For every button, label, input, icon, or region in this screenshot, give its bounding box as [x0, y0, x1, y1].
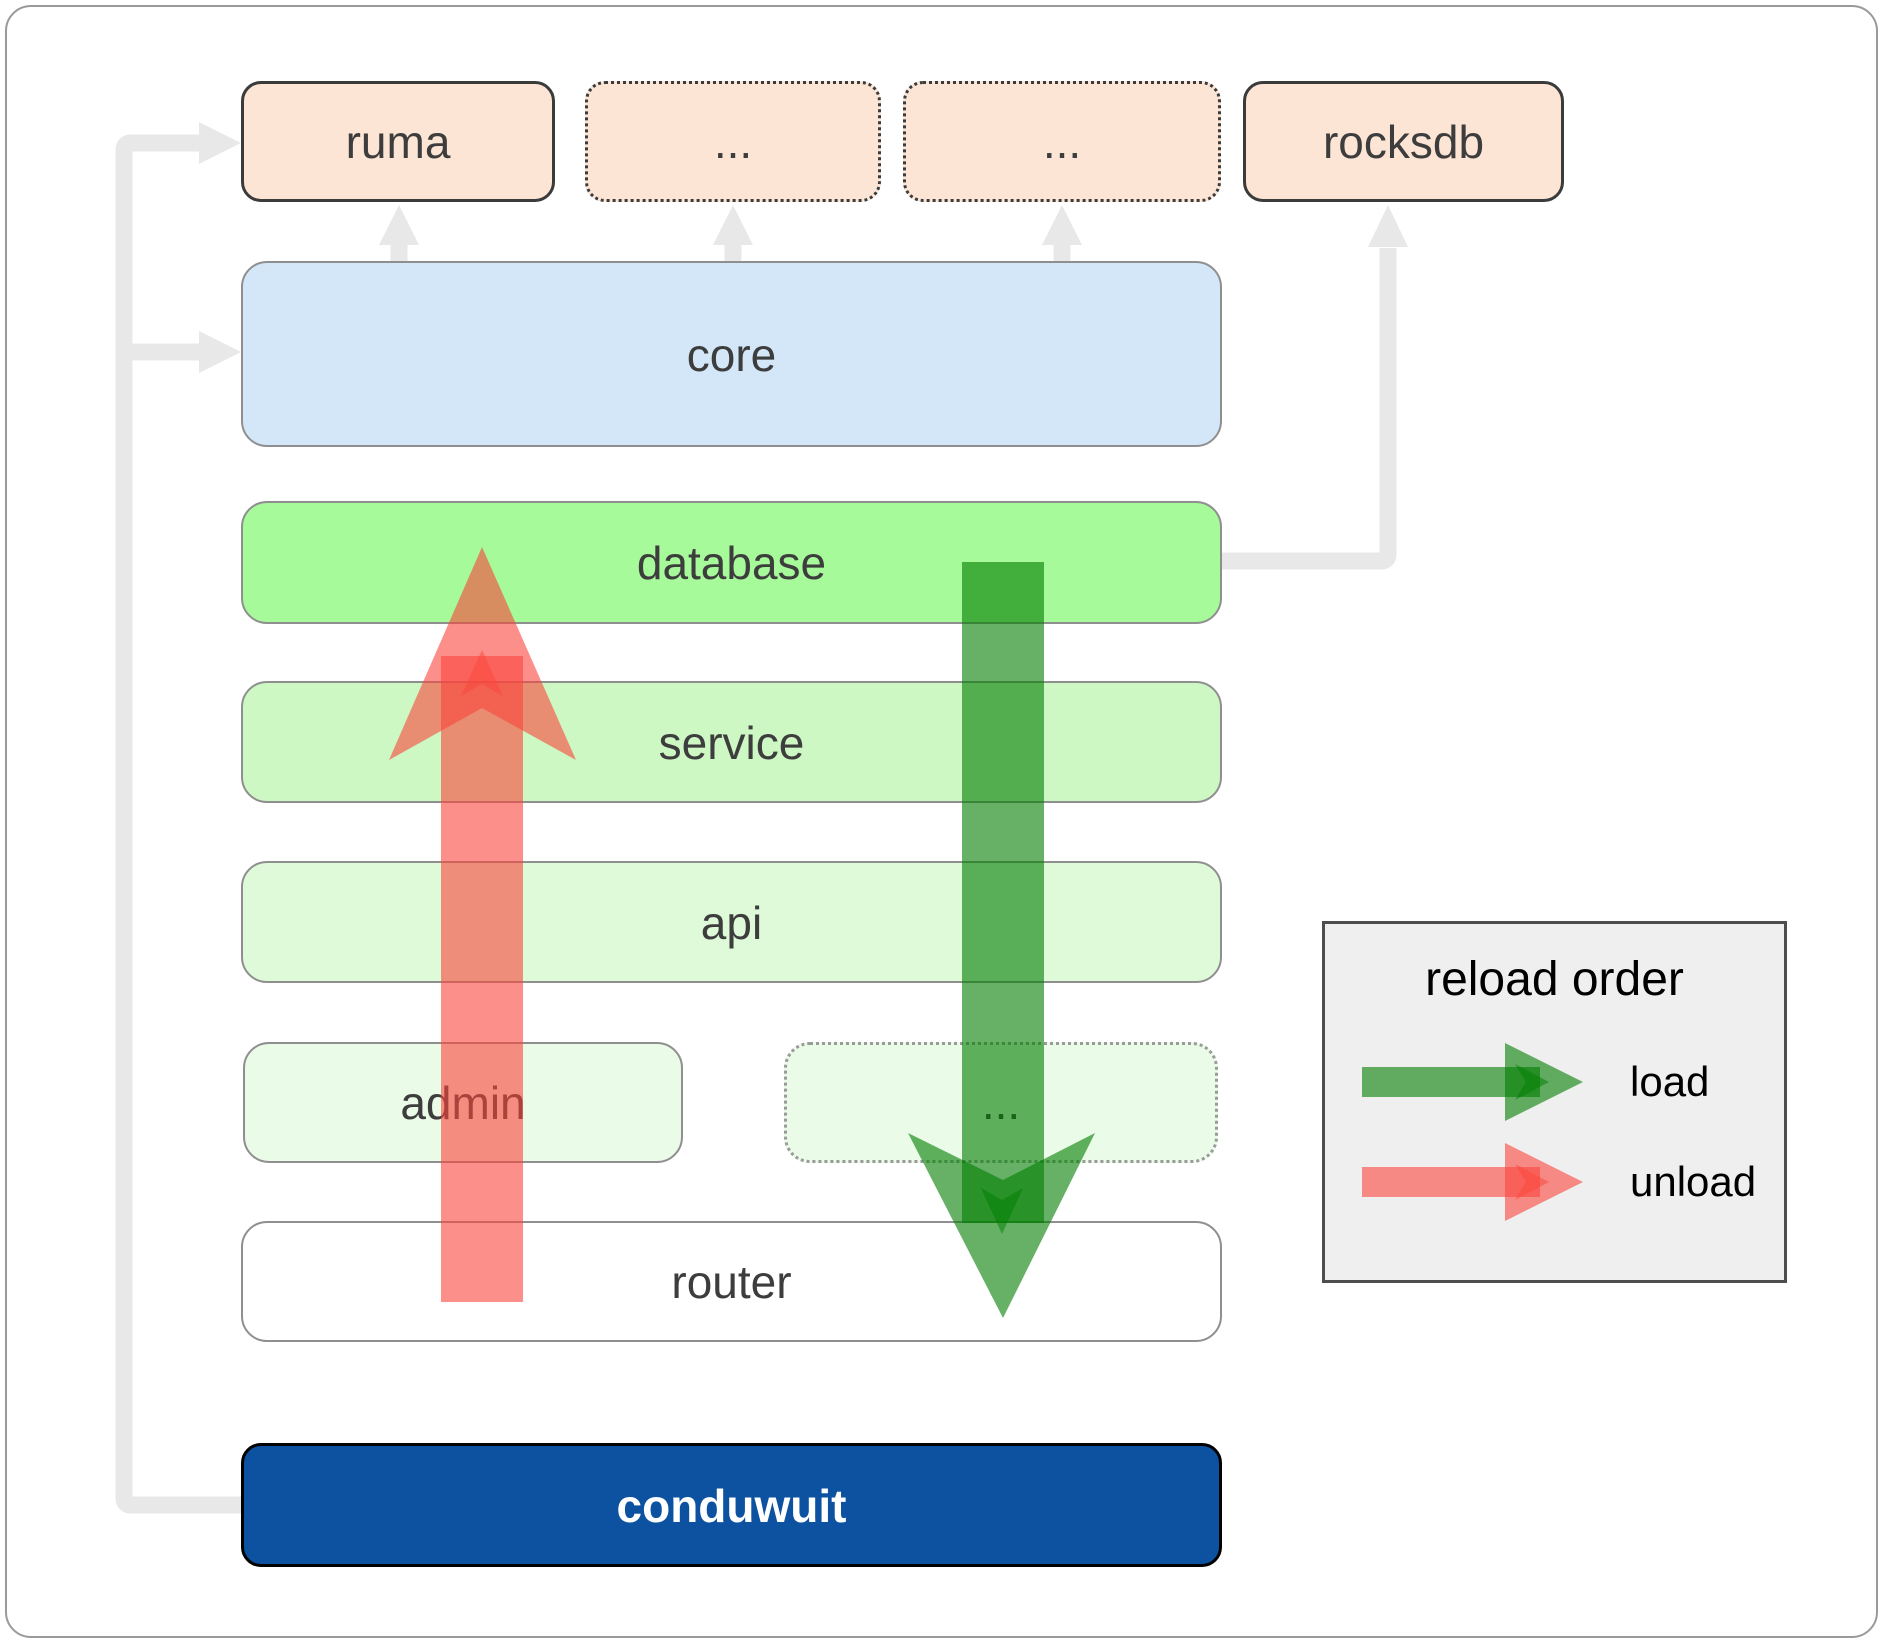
- load-arrow: [908, 562, 1095, 1318]
- arrowhead-into-rocksdb: [1368, 205, 1408, 247]
- legend-unload-arrow: [1362, 1143, 1583, 1221]
- legend-unload-arrow-marker: [1515, 1164, 1549, 1200]
- outer-border: [5, 5, 1878, 1638]
- node-rocksdb-label: rocksdb: [1322, 116, 1485, 168]
- unload-arrow-shaft: [441, 656, 523, 1302]
- arrowhead-core-to-ruma: [379, 205, 419, 245]
- connector-arrowheads: [199, 122, 1408, 373]
- connector-database-to-rocksdb: [1222, 248, 1397, 570]
- load-arrow-marker: [981, 1188, 1023, 1234]
- arrowhead-core-to-ext1: [713, 205, 753, 245]
- arrowhead-into-core-left: [199, 331, 241, 373]
- node-core: core: [241, 261, 1222, 447]
- legend-load-arrow: [1362, 1043, 1583, 1121]
- arrowhead-core-to-ext2: [1042, 205, 1082, 245]
- node-ruma: ruma: [241, 81, 555, 202]
- node-api-label: api: [700, 897, 763, 949]
- arrowhead-into-ruma-left: [199, 122, 241, 164]
- node-conduwuit: conduwuit: [241, 1443, 1222, 1567]
- node-service: service: [241, 681, 1222, 803]
- legend-box: [1322, 921, 1787, 1283]
- connector-conduwuit-to-ruma: [115, 134, 243, 1514]
- node-conduwuit-label: conduwuit: [616, 1480, 847, 1532]
- node-api: api: [241, 861, 1222, 983]
- node-ext-top-1-label: ...: [713, 116, 753, 168]
- legend-unload-label: unload: [1630, 1158, 1757, 1205]
- load-arrow-shaft: [962, 562, 1044, 1223]
- node-ext-top-2-label: ...: [1042, 116, 1082, 168]
- node-router-label: router: [671, 1256, 792, 1308]
- node-ext-top-1: ...: [585, 81, 881, 202]
- node-rocksdb: rocksdb: [1243, 81, 1564, 202]
- legend-load-label: load: [1630, 1058, 1710, 1105]
- node-ext-top-2: ...: [903, 81, 1221, 202]
- unload-arrow-marker: [461, 650, 503, 696]
- node-service-label: service: [658, 717, 805, 769]
- legend-load-arrow-marker: [1515, 1064, 1549, 1100]
- unload-arrow: [389, 547, 576, 1302]
- legend-title: reload order: [1425, 953, 1684, 1006]
- node-database: database: [241, 501, 1222, 624]
- node-core-label: core: [686, 329, 777, 381]
- node-database-label: database: [636, 537, 827, 589]
- node-ruma-label: ruma: [345, 116, 451, 168]
- connector-lines: [115, 134, 1397, 1514]
- node-router: router: [241, 1221, 1222, 1342]
